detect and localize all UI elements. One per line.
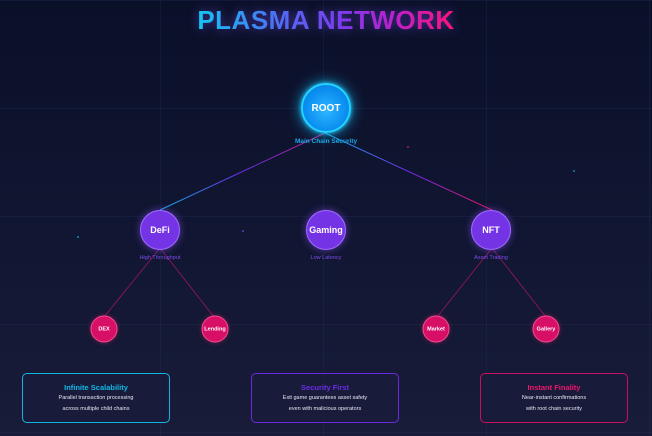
particle (77, 236, 79, 238)
node-nft-caption: Asset Trading (474, 255, 508, 261)
feature-line: with root chain security (526, 406, 582, 412)
node-nft-label: NFT (482, 225, 500, 235)
link-defi-dex (103, 247, 161, 318)
feature-card-scalability: Infinite Scalability Parallel transactio… (22, 373, 170, 423)
feature-card-security: Security First Exit game guarantees asse… (251, 373, 399, 423)
node-root[interactable]: ROOT (301, 83, 351, 133)
node-lending[interactable]: Lending (201, 315, 229, 343)
node-market[interactable]: Market (422, 315, 450, 343)
node-gaming-label: Gaming (309, 225, 343, 235)
feature-title: Infinite Scalability (64, 383, 128, 392)
node-root-caption: Main Chain Security (294, 138, 358, 145)
node-dex-label: DEX (98, 326, 110, 332)
particle (242, 230, 244, 232)
node-market-label: Market (427, 326, 445, 332)
feature-line: Parallel transaction processing (58, 395, 134, 401)
node-defi[interactable]: DeFi (140, 210, 180, 250)
page-title: PLASMA NETWORK (197, 5, 455, 35)
node-gaming[interactable]: Gaming (306, 210, 346, 250)
feature-title: Security First (301, 383, 349, 392)
feature-card-finality: Instant Finality Near-instant confirmati… (480, 373, 628, 423)
node-defi-caption: High Throughput (139, 255, 181, 261)
feature-title: Instant Finality (527, 383, 581, 392)
node-gallery[interactable]: Gallery (532, 315, 560, 343)
link-root-nft (324, 132, 493, 211)
link-nft-market (436, 247, 493, 318)
node-nft[interactable]: NFT (471, 210, 511, 250)
particle (573, 170, 575, 172)
node-lending-label: Lending (204, 326, 226, 332)
feature-line: across multiple child chains (62, 406, 130, 412)
feature-line: Near-instant confirmations (521, 395, 587, 401)
node-defi-label: DeFi (150, 225, 170, 235)
node-root-label: ROOT (311, 102, 341, 114)
feature-line: Exit game guarantees asset safety (282, 395, 368, 401)
node-dex[interactable]: DEX (90, 315, 118, 343)
link-root-defi (159, 132, 326, 211)
link-defi-lending (159, 247, 215, 318)
feature-line: even with malicious operators (288, 406, 362, 412)
node-gaming-caption: Low Latency (310, 255, 342, 261)
node-gallery-label: Gallery (536, 326, 556, 332)
particle (407, 146, 409, 148)
link-nft-gallery (491, 247, 547, 318)
